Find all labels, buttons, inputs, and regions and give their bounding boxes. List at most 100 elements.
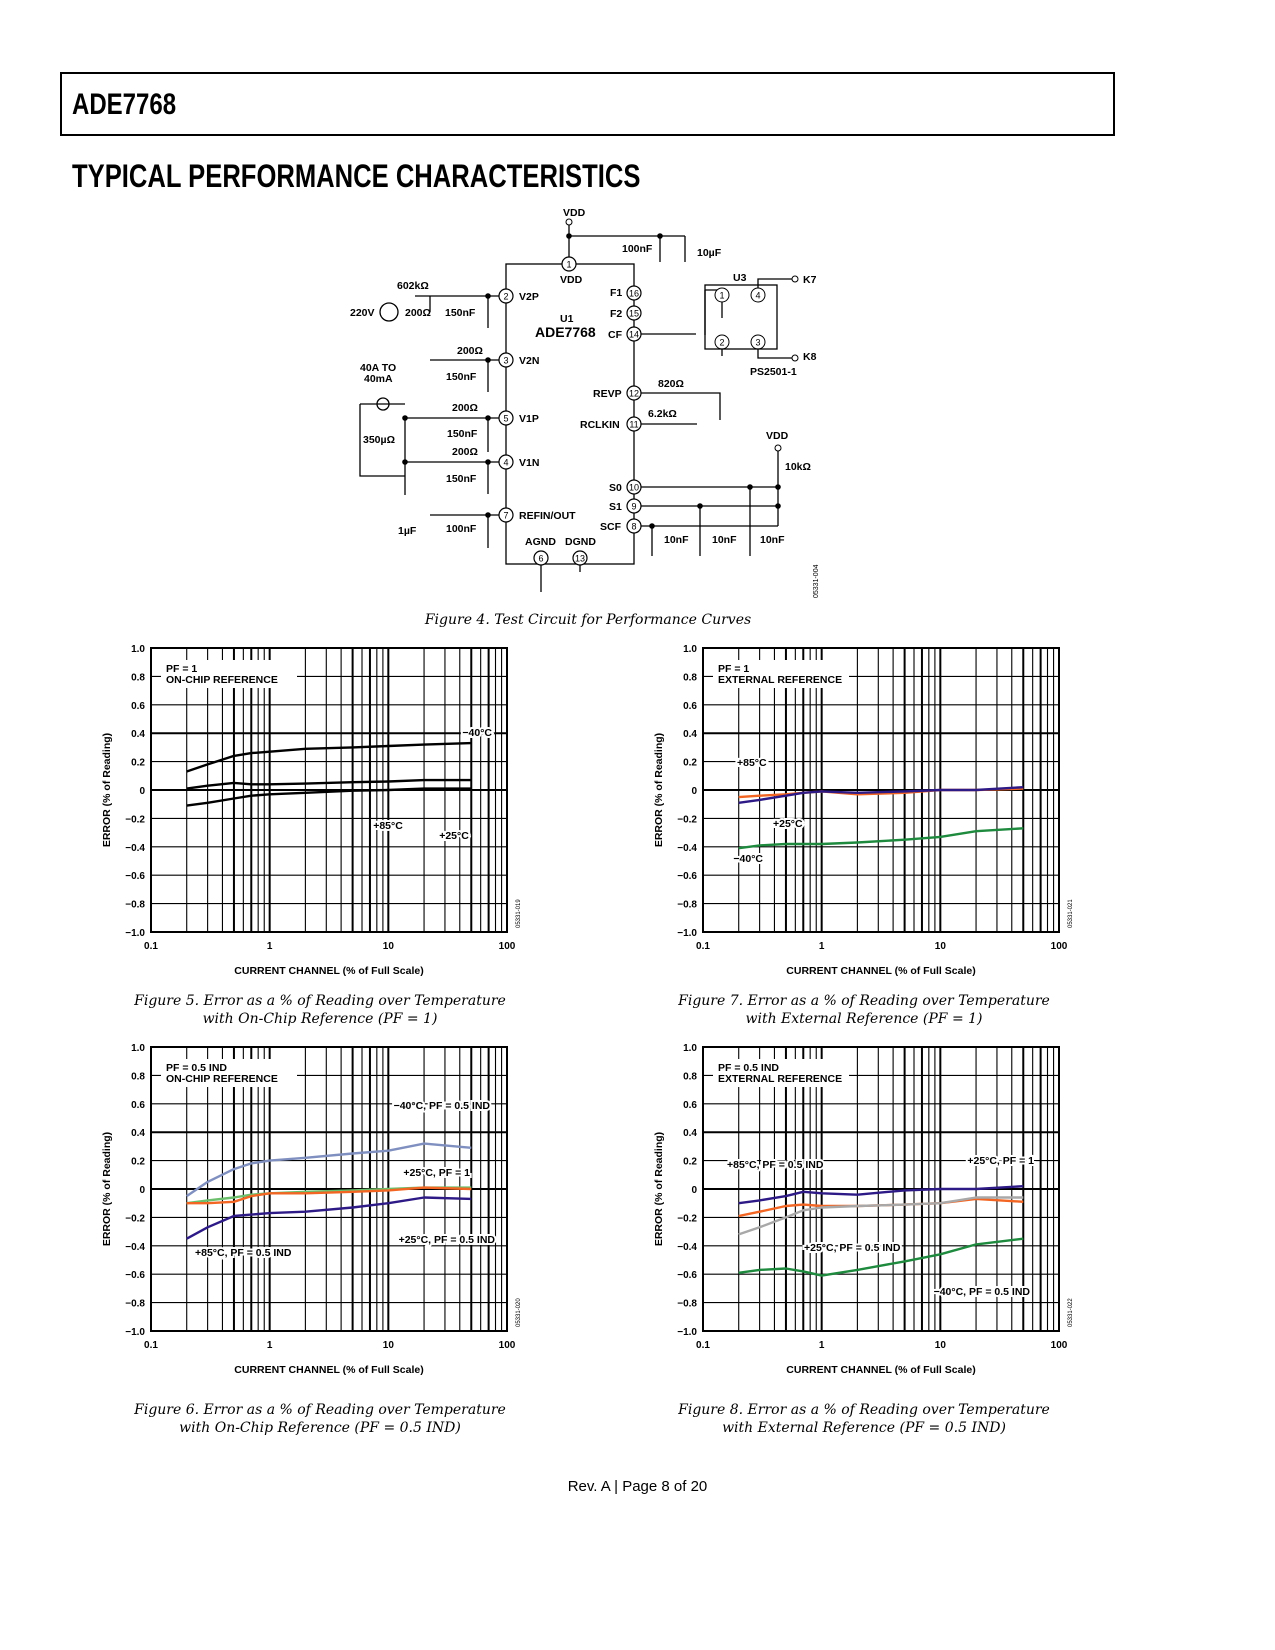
- legend-box-text: ON-CHIP REFERENCE: [166, 674, 278, 686]
- x-tick-label: 10: [383, 1340, 395, 1351]
- pin-circle: [626, 416, 642, 432]
- terminal-node: [791, 275, 799, 283]
- x-tick-label: 0.1: [144, 1340, 158, 1351]
- pin-circle: [626, 305, 642, 321]
- series-annotation: −40°C: [462, 727, 492, 739]
- y-tick-label: 0: [691, 1185, 697, 1196]
- figure-8-caption: Figure 8. Error as a % of Reading over T…: [644, 1401, 1084, 1437]
- series-annotation: +25°C: [439, 830, 469, 842]
- circuit-label: F1: [610, 287, 622, 299]
- y-tick-label: −0.6: [125, 1270, 145, 1281]
- junction-dot: [485, 512, 491, 518]
- junction-dot: [485, 357, 491, 363]
- circuit-label: PS2501-1: [750, 366, 797, 378]
- wire: [359, 404, 405, 477]
- pin-number: 5: [503, 414, 508, 424]
- circuit-label: VDD: [563, 207, 586, 219]
- pin-number: 4: [503, 458, 508, 468]
- opto-pin-number: 3: [755, 338, 760, 348]
- pin-number: 2: [503, 292, 508, 302]
- terminal-node: [791, 354, 799, 362]
- pin-number: 15: [629, 309, 639, 319]
- circuit-label: V2N: [519, 355, 539, 367]
- figure-6-caption: Figure 6. Error as a % of Reading over T…: [100, 1401, 540, 1437]
- legend-box-bg: [161, 1059, 297, 1087]
- series-annotation: −40°C, PF = 0.5 IND: [394, 1100, 491, 1112]
- y-tick-label: −0.4: [125, 1242, 145, 1253]
- x-tick-label: 0.1: [144, 941, 158, 952]
- page-footer: Rev. A | Page 8 of 20: [567, 1478, 708, 1495]
- circuit-label: U3: [733, 272, 747, 284]
- circuit-label: 200Ω: [452, 402, 478, 414]
- caption-line: Figure 6. Error as a % of Reading over T…: [134, 1402, 506, 1418]
- y-tick-label: 0.6: [131, 701, 145, 712]
- y-tick-label: −0.6: [677, 1270, 697, 1281]
- x-tick-label: 10: [935, 1340, 947, 1351]
- circuit-label: 200Ω: [457, 345, 483, 357]
- x-tick-label: 1: [819, 1340, 825, 1351]
- legend-box-text: ON-CHIP REFERENCE: [166, 1073, 278, 1085]
- series-line-2: [186, 787, 472, 807]
- circuit-label: 150nF: [446, 473, 477, 485]
- series-line-0: [738, 1185, 1024, 1205]
- x-tick-label: 1: [267, 941, 273, 952]
- y-tick-label: 1.0: [683, 644, 697, 655]
- y-tick-label: 0.6: [683, 1100, 697, 1111]
- legend-box-text: PF = 1: [166, 663, 197, 675]
- circuit-label: ADE7768: [535, 324, 596, 340]
- circuit-label: REFIN/OUT: [519, 510, 576, 522]
- series-annotation: +25°C, PF = 0.5 IND: [399, 1234, 496, 1246]
- pin-circle: [572, 550, 588, 566]
- circuit-label: 150nF: [447, 428, 478, 440]
- current-source-icon: [376, 397, 390, 411]
- y-axis-label: ERROR (% of Reading): [101, 733, 113, 847]
- plot-frame: [702, 647, 1060, 933]
- circuit-label: 1µF: [398, 525, 417, 537]
- figure-5-caption: Figure 5. Error as a % of Reading over T…: [100, 992, 540, 1028]
- circuit-label: RCLKIN: [580, 419, 620, 431]
- figure-code: 05331-022: [1068, 1298, 1074, 1327]
- caption-line: with External Reference (PF = 0.5 IND): [722, 1420, 1006, 1436]
- y-tick-label: 0.2: [131, 758, 145, 769]
- circuit-label: SCF: [600, 521, 622, 533]
- circuit-label: VDD: [766, 430, 789, 442]
- junction-dot: [697, 503, 703, 509]
- circuit-label: REVP: [593, 388, 622, 400]
- pin-circle: [626, 518, 642, 534]
- y-tick-label: 1.0: [683, 1043, 697, 1054]
- pin-circle: [626, 385, 642, 401]
- circuit-label: V1P: [519, 413, 539, 425]
- circuit-label: 200Ω: [405, 307, 431, 319]
- opto-pin-circle: [750, 287, 766, 303]
- circuit-label: S1: [609, 501, 622, 513]
- y-axis-label: ERROR (% of Reading): [653, 1132, 665, 1246]
- y-tick-label: −0.8: [677, 900, 697, 911]
- x-tick-label: 10: [383, 941, 395, 952]
- junction-dot: [747, 484, 753, 490]
- plot-frame: [702, 1046, 1060, 1332]
- y-tick-label: −1.0: [125, 1327, 145, 1338]
- circuit-label: F2: [610, 308, 622, 320]
- series-annotation: +85°C: [737, 757, 767, 769]
- series-line-2: [738, 1196, 1024, 1236]
- circuit-label: 350µΩ: [363, 434, 395, 446]
- circuit-label: 200Ω: [452, 446, 478, 458]
- x-tick-label: 0.1: [696, 1340, 710, 1351]
- circuit-label: 6.2kΩ: [648, 408, 677, 420]
- series-line-2: [186, 1186, 472, 1205]
- plot-frame: [150, 647, 508, 933]
- terminal-node: [565, 218, 573, 226]
- optocoupler-u3: [704, 284, 778, 350]
- pin-circle: [561, 256, 577, 272]
- circuit-label: V2P: [519, 291, 539, 303]
- y-tick-label: −0.6: [677, 871, 697, 882]
- y-tick-label: −1.0: [125, 928, 145, 939]
- circuit-label: 10µF: [697, 247, 722, 259]
- circuit-label: 10nF: [664, 534, 689, 546]
- opto-pin-number: 1: [719, 291, 724, 301]
- legend-box-text: PF = 0.5 IND: [166, 1062, 227, 1074]
- y-tick-label: 0.6: [131, 1100, 145, 1111]
- y-tick-label: −0.4: [677, 1242, 697, 1253]
- y-axis-label: ERROR (% of Reading): [101, 1132, 113, 1246]
